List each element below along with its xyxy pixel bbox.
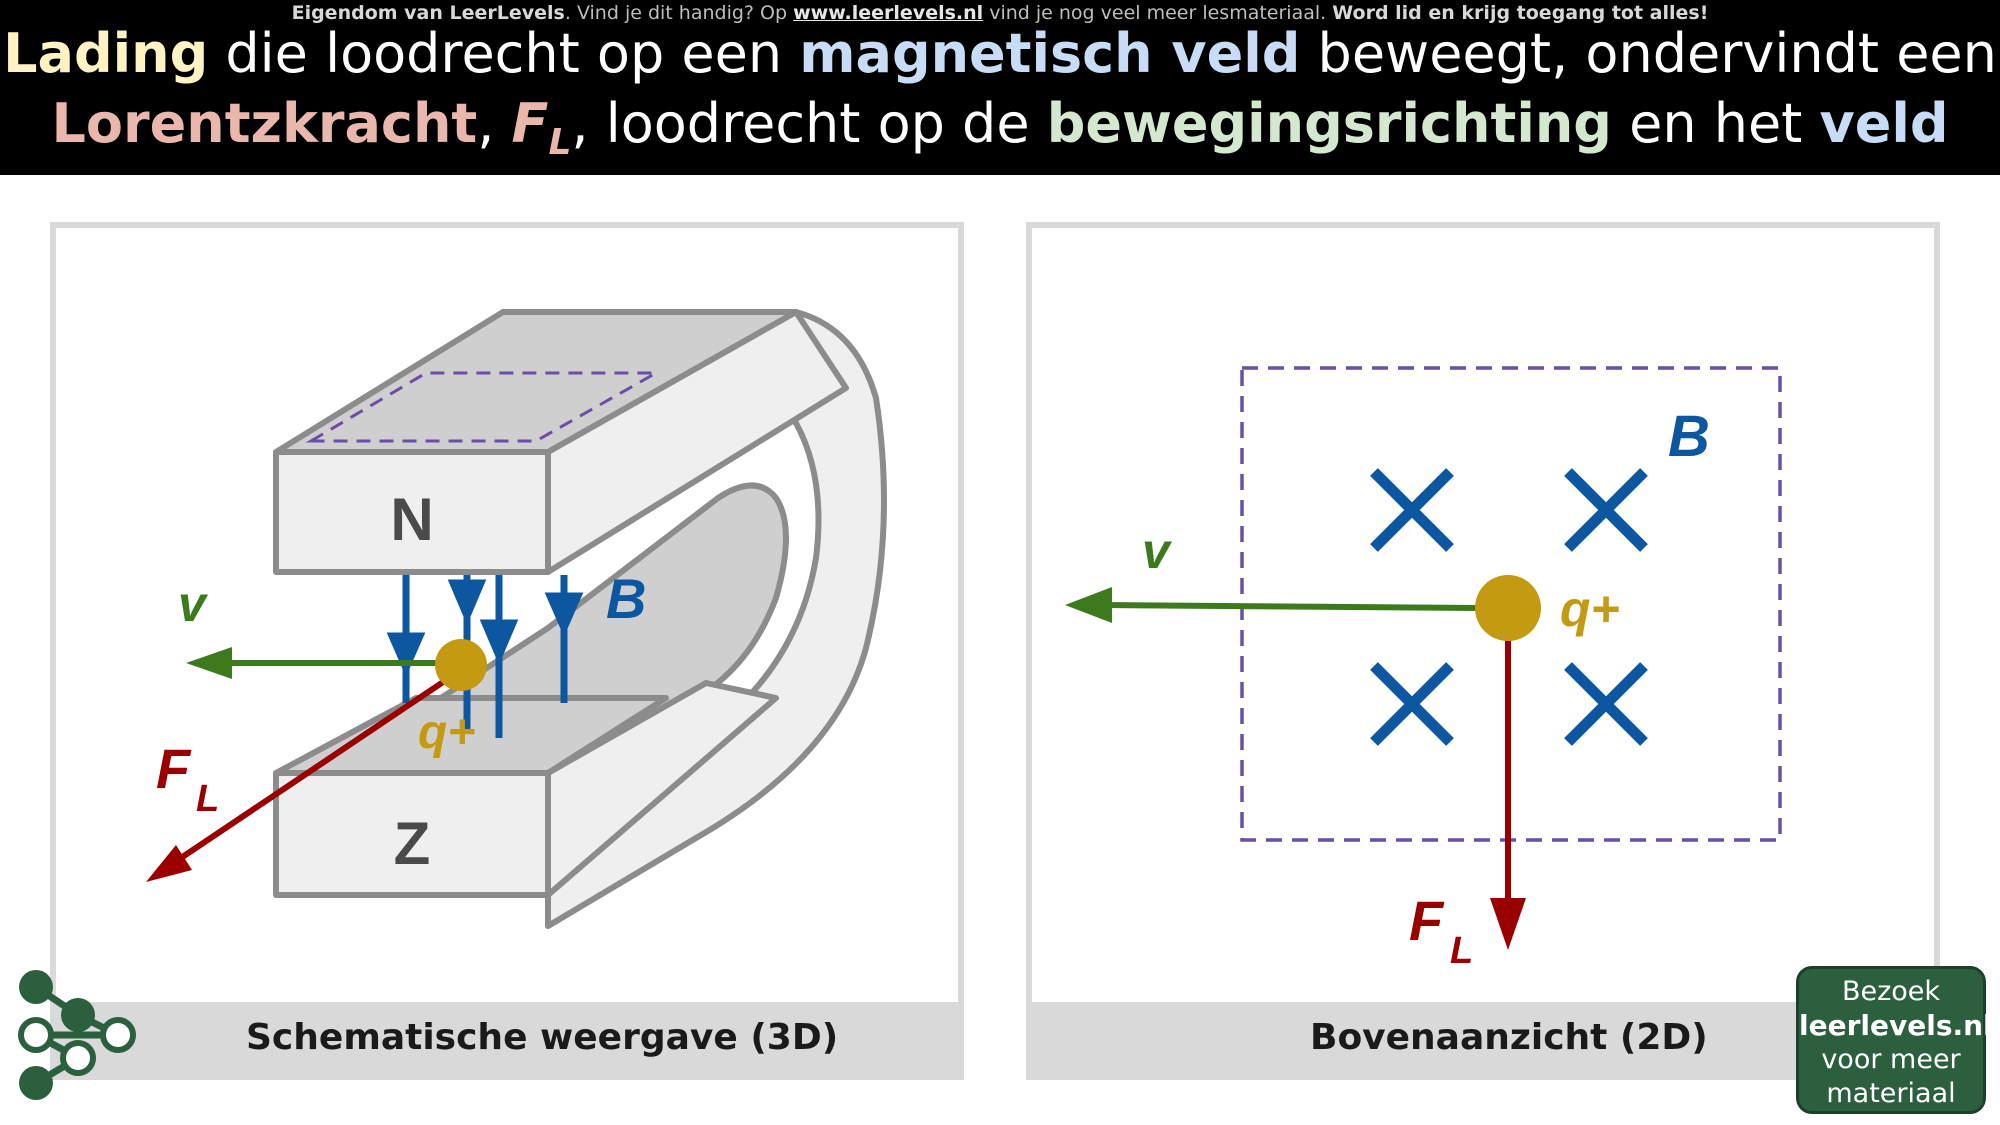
title-word-magnetic-field: magnetisch veld — [799, 22, 1301, 85]
south-arm-side — [545, 680, 779, 898]
title-word-motion-direction: bewegingsrichting — [1046, 92, 1612, 155]
diagram-2d: B v F L q+ — [1065, 366, 1782, 972]
title-text: beweegt, ondervindt een — [1300, 22, 1997, 85]
north-arm-side — [545, 309, 849, 575]
title-symbol-fl: FL — [511, 92, 572, 163]
field-label-b: B — [606, 567, 646, 630]
field-arrowhead — [386, 632, 426, 677]
field-arrowhead — [447, 579, 487, 625]
leerlevels-logo[interactable] — [10, 965, 145, 1105]
charge-dot — [1475, 575, 1541, 641]
title-text: , loodrecht op de — [571, 92, 1047, 155]
velocity-label: v — [178, 576, 209, 632]
force-arrow-line — [164, 667, 463, 871]
cross-mark — [1370, 468, 1454, 552]
field-arrowhead — [479, 619, 519, 665]
title-text: , — [477, 92, 512, 155]
force-label-sub: L — [196, 778, 219, 820]
panel-2d-caption: Bovenaanzicht (2D) — [1032, 1002, 1934, 1074]
cross-mark — [1370, 662, 1454, 746]
title-line-2: Lorentzkracht, FL, loodrecht op de beweg… — [0, 92, 2000, 175]
attribution-line: Eigendom van LeerLevels. Vind je dit han… — [0, 2, 2000, 24]
title-line-1: Lading die loodrecht op een magnetisch v… — [0, 22, 2000, 86]
pole-face-dashed — [305, 371, 662, 443]
north-arm-front — [273, 449, 551, 575]
attribution-cta: Word lid en krijg toegang tot alles! — [1332, 2, 1709, 24]
north-pole-label: N — [390, 486, 433, 553]
title-text: die loodrecht op een — [208, 22, 800, 85]
field-into-page-marks — [1370, 468, 1648, 746]
badge-line-3: voor meer — [1821, 1044, 1961, 1075]
diagram-3d: N Z B v F L q+ — [146, 309, 887, 929]
force-arrowhead — [1490, 898, 1526, 950]
badge-line-4: materiaal — [1826, 1078, 1956, 1109]
field-label-b: B — [1668, 404, 1710, 469]
field-arrowhead — [544, 592, 584, 637]
header-banner: Eigendom van LeerLevels. Vind je dit han… — [0, 0, 2000, 175]
velocity-arrowhead — [186, 647, 232, 679]
cross-mark — [1564, 662, 1648, 746]
velocity-arrow-line — [1103, 602, 1479, 611]
panel-2d: B v F L q+ Bovenaanzicht (2D) — [1026, 222, 1940, 1080]
south-arm-front — [273, 770, 551, 898]
force-label-sub: L — [1450, 930, 1473, 972]
attribution-text-2: vind je nog veel meer lesmateriaal. — [983, 2, 1333, 24]
attribution-owner: Eigendom van LeerLevels — [291, 2, 565, 24]
attribution-text: . Vind je dit handig? Op — [564, 2, 794, 24]
visit-leerlevels-badge[interactable]: Bezoek leerlevels.nl voor meer materiaal — [1796, 966, 1993, 1114]
title-word-field: veld — [1819, 92, 1949, 155]
charge-dot — [435, 639, 487, 691]
velocity-label: v — [1142, 523, 1173, 579]
panel-3d-caption: Schematische weergave (3D) — [56, 1002, 958, 1074]
south-pole-label: Z — [394, 810, 431, 877]
charge-label: q+ — [418, 706, 475, 759]
title-text: en het — [1611, 92, 1820, 155]
title-word-lorentzkracht: Lorentzkracht — [51, 92, 478, 155]
badge-line-2: leerlevels.nl — [1799, 1009, 1993, 1042]
force-arrowhead — [146, 845, 192, 882]
badge-line-1: Bezoek — [1841, 976, 1941, 1007]
velocity-arrowhead — [1065, 587, 1112, 623]
force-label-main: F — [1409, 889, 1445, 952]
cross-mark — [1564, 468, 1648, 552]
panel-3d: N Z B v F L q+ Schematische weergave (3D… — [50, 222, 964, 1080]
charge-label: q+ — [1560, 581, 1620, 637]
attribution-link[interactable]: www.leerlevels.nl — [793, 2, 984, 24]
force-label-main: F — [156, 737, 192, 800]
horseshoe-magnet — [273, 309, 887, 929]
title-word-lading: Lading — [3, 22, 209, 85]
